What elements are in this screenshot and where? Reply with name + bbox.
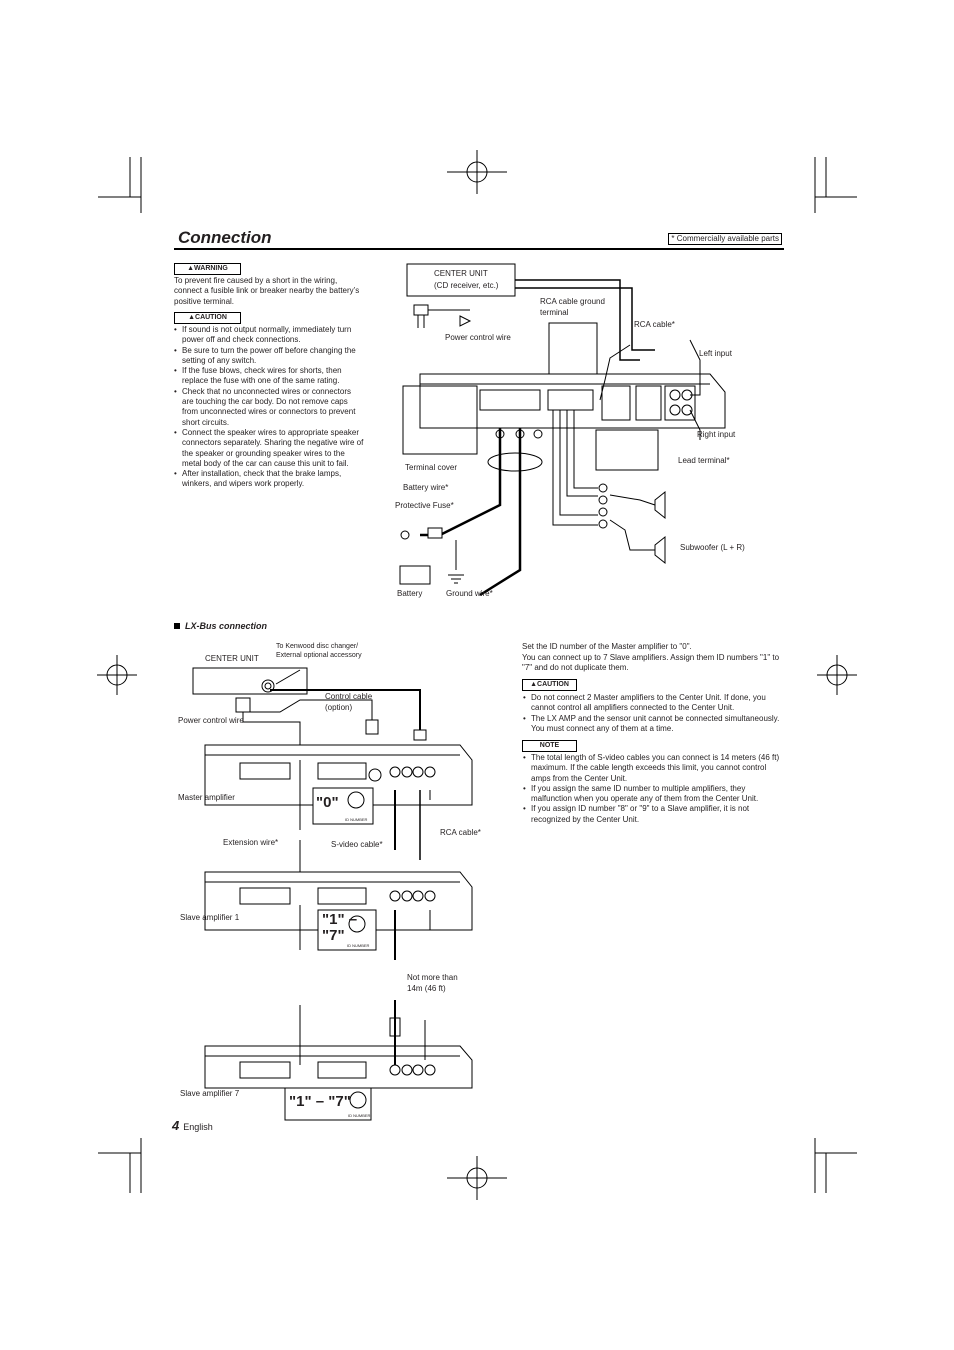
list-item: Be sure to turn the power off before cha… <box>174 346 364 367</box>
subwoofer-label: Subwoofer (L + R) <box>680 543 745 552</box>
rca-ground-label: RCA cable ground <box>540 297 605 306</box>
warning-badge: ▲WARNING <box>174 263 241 275</box>
terminal-cover-label: Terminal cover <box>405 463 458 472</box>
list-item: The total length of S-video cables you c… <box>523 753 785 784</box>
center-unit-label-2: CENTER UNIT <box>205 654 259 663</box>
page-number: 4 <box>172 1118 180 1133</box>
id-range-label-a: "1" – <box>322 911 358 928</box>
caution-icon: ▲ <box>188 314 196 321</box>
master-amp-label: Master amplifier <box>178 793 235 802</box>
caution-list-2: Do not connect 2 Master amplifiers to th… <box>523 693 785 734</box>
warning-text: To prevent fire caused by a short in the… <box>174 276 360 306</box>
kenwood-label-2: External optional accessory <box>276 652 362 659</box>
note-list: The total length of S-video cables you c… <box>523 753 785 825</box>
page-title: Connection <box>178 228 272 247</box>
list-item: Do not connect 2 Master amplifiers to th… <box>523 693 785 714</box>
commercial-parts-note: * Commercially available parts <box>668 233 782 245</box>
power-control-label: Power control wire <box>445 333 511 342</box>
fuse-label: Protective Fuse* <box>395 501 454 510</box>
language-label: English <box>183 1122 213 1132</box>
rca-cable-label: RCA cable* <box>634 320 675 329</box>
battery-label: Battery <box>397 589 423 598</box>
caution-badge-2: ▲CAUTION <box>522 679 577 691</box>
id-number-label: ID NUMBER <box>347 943 370 948</box>
lead-terminal-label: Lead terminal* <box>678 456 730 465</box>
kenwood-label-1: To Kenwood disc changer/ <box>276 643 359 650</box>
ground-wire-label: Ground wire* <box>446 589 493 598</box>
list-item: Check that no unconnected wires or conne… <box>174 387 364 428</box>
warning-icon: ▲ <box>187 265 195 272</box>
list-item: The LX AMP and the sensor unit cannot be… <box>523 714 785 735</box>
power-control-label-2: Power control wire <box>178 716 244 725</box>
list-item: If you assign the same ID number to mult… <box>523 784 785 805</box>
not-more-label: Not more than <box>407 973 458 982</box>
slave1-label: Slave amplifier 1 <box>180 913 240 922</box>
list-item: If sound is not output normally, immedia… <box>174 325 364 346</box>
list-item: If you assign ID number "8" or "9" to a … <box>523 804 785 825</box>
battery-wire-label: Battery wire* <box>403 483 449 492</box>
title-rule <box>174 248 784 250</box>
rca-ground-label-2: terminal <box>540 308 569 317</box>
id-zero-label: "0" <box>316 794 339 811</box>
id-instruction-2: You can connect up to 7 Slave amplifiers… <box>522 653 780 673</box>
svideo-label: S-video cable* <box>331 840 383 849</box>
section-title: LX-Bus connection <box>174 621 267 631</box>
caution-badge: ▲CAUTION <box>174 312 241 324</box>
center-unit-label: CENTER UNIT <box>434 269 488 278</box>
center-unit-sublabel: (CD receiver, etc.) <box>434 281 499 290</box>
list-item: If the fuse blows, check wires for short… <box>174 366 364 387</box>
list-item: Connect the speaker wires to appropriate… <box>174 428 364 469</box>
note-badge: NOTE <box>522 740 577 752</box>
id-instruction-1: Set the ID number of the Master amplifie… <box>522 642 692 651</box>
right-input-label: Right input <box>697 430 736 439</box>
id-range-label-b: "7" <box>322 927 345 944</box>
caution-list: If sound is not output normally, immedia… <box>174 325 364 490</box>
slave7-label: Slave amplifier 7 <box>180 1089 240 1098</box>
not-more-label-2: 14m (46 ft) <box>407 984 446 993</box>
list-item: After installation, check that the brake… <box>174 469 364 490</box>
rca-cable-label-2: RCA cable* <box>440 828 481 837</box>
control-cable-label: Control cable <box>325 692 373 701</box>
caution-icon: ▲ <box>530 681 538 688</box>
left-input-label: Left input <box>699 349 732 358</box>
id-number-label: ID NUMBER <box>348 1113 371 1118</box>
id-range-label: "1" – "7" <box>289 1093 351 1110</box>
square-bullet-icon <box>174 623 180 629</box>
control-cable-label-2: (option) <box>325 703 353 712</box>
id-number-label: ID NUMBER <box>345 817 368 822</box>
extension-wire-label: Extension wire* <box>223 838 279 847</box>
